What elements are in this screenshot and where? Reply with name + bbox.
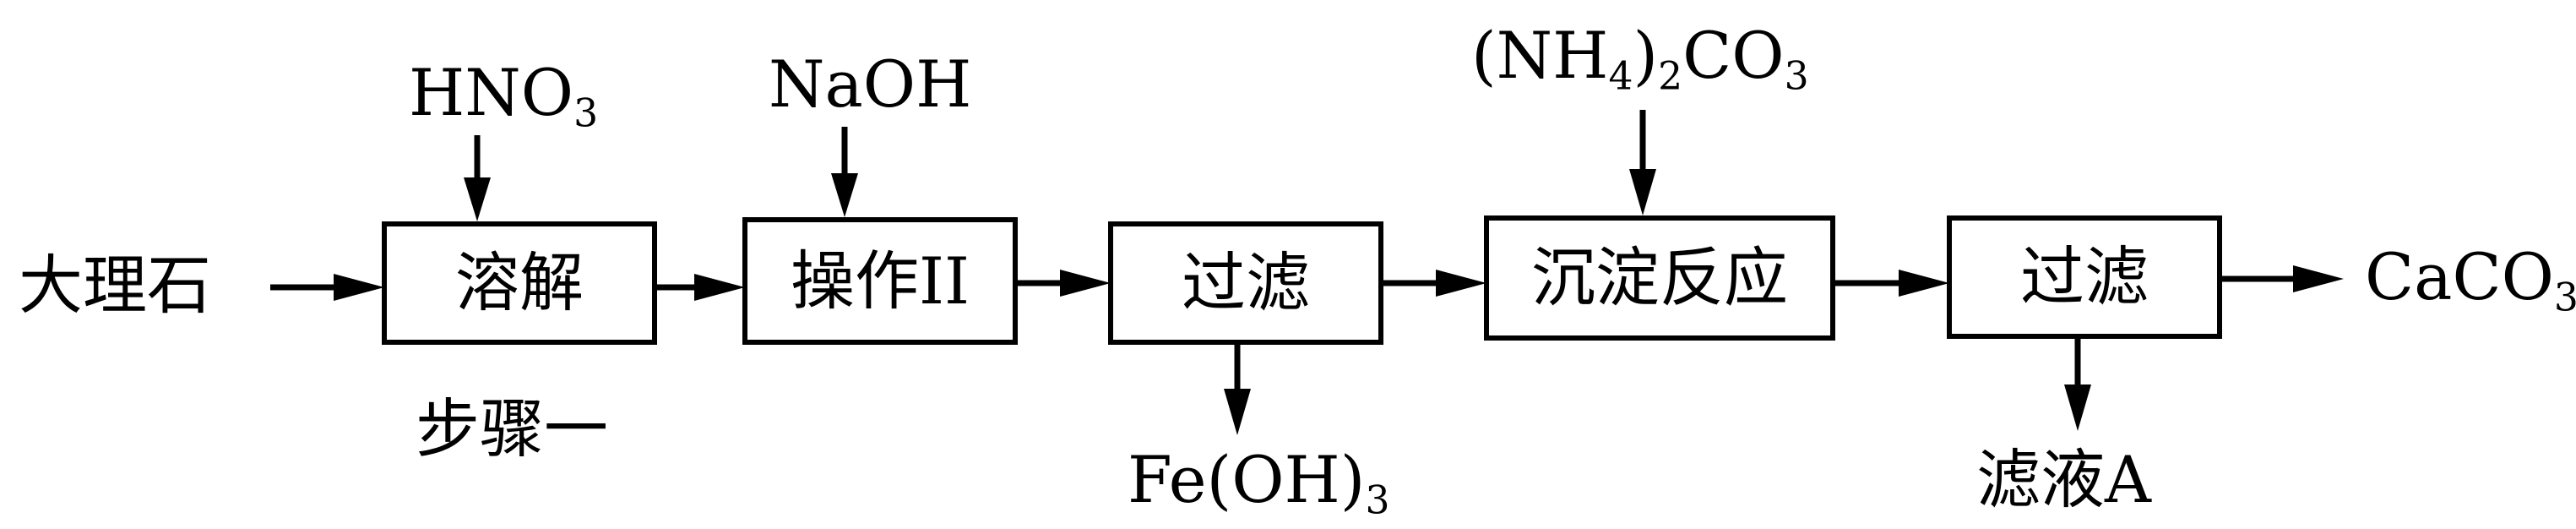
product-sub: 3 (2553, 275, 2576, 320)
reagent-naoh-label: NaOH (769, 46, 972, 122)
nh4-part-b: ) (1633, 18, 1659, 93)
product-main: CaCO (2365, 239, 2554, 314)
arrowhead-hno3-down (464, 177, 491, 221)
arrowhead-raw-to-dissolve (334, 274, 384, 301)
feoh-main: Fe(OH) (1128, 442, 1366, 517)
arrowhead-filtrate-down (2064, 384, 2091, 431)
arrowhead-op2-to-filter1 (1060, 270, 1111, 297)
arrowhead-naoh-down (831, 173, 858, 217)
step-one-label: 步骤一 (416, 391, 608, 466)
arrowhead-feoh-down (1224, 389, 1251, 435)
nh4-part-a: (NH (1471, 18, 1609, 93)
byproduct-filtrate-label: 滤液A (1976, 442, 2151, 517)
box-filter2-label: 过滤 (2020, 239, 2149, 314)
box-operation2-label: 操作II (790, 243, 970, 319)
box-dissolve-label: 溶解 (455, 245, 584, 320)
horizontal-arrows (270, 265, 2344, 301)
raw-material-label: 大理石 (19, 248, 211, 323)
arrowhead-precip-to-filter2 (1899, 270, 1949, 297)
box-precipitation-label: 沉淀反应 (1531, 240, 1788, 315)
vertical-arrows (464, 110, 2091, 435)
hno3-sub: 3 (573, 90, 599, 136)
product-label: CaCO3 (2365, 245, 2576, 317)
box-filter1-label: 过滤 (1182, 245, 1310, 320)
arrowhead-filter1-to-precip (1436, 270, 1486, 297)
nh4-part-c: CO (1682, 18, 1785, 93)
nh4-sub-1: 4 (1608, 53, 1633, 99)
hno3-main: HNO (409, 55, 574, 130)
arrowhead-filter2-to-product (2293, 265, 2344, 292)
arrowhead-dissolve-to-op2 (694, 274, 745, 301)
box-dissolve-frame (382, 221, 657, 345)
byproduct-feoh-label: Fe(OH)3 (1128, 448, 1389, 520)
reagent-hno3-label: HNO3 (409, 61, 598, 133)
nh4-sub-3: 3 (1784, 53, 1809, 99)
nh4-sub-2: 2 (1658, 53, 1683, 99)
reagent-nh4co3-label: (NH4)2CO3 (1471, 24, 1809, 95)
arrowhead-nh4co3-down (1629, 169, 1656, 215)
feoh-sub: 3 (1365, 477, 1390, 523)
box-precipitation-frame (1484, 215, 1835, 341)
